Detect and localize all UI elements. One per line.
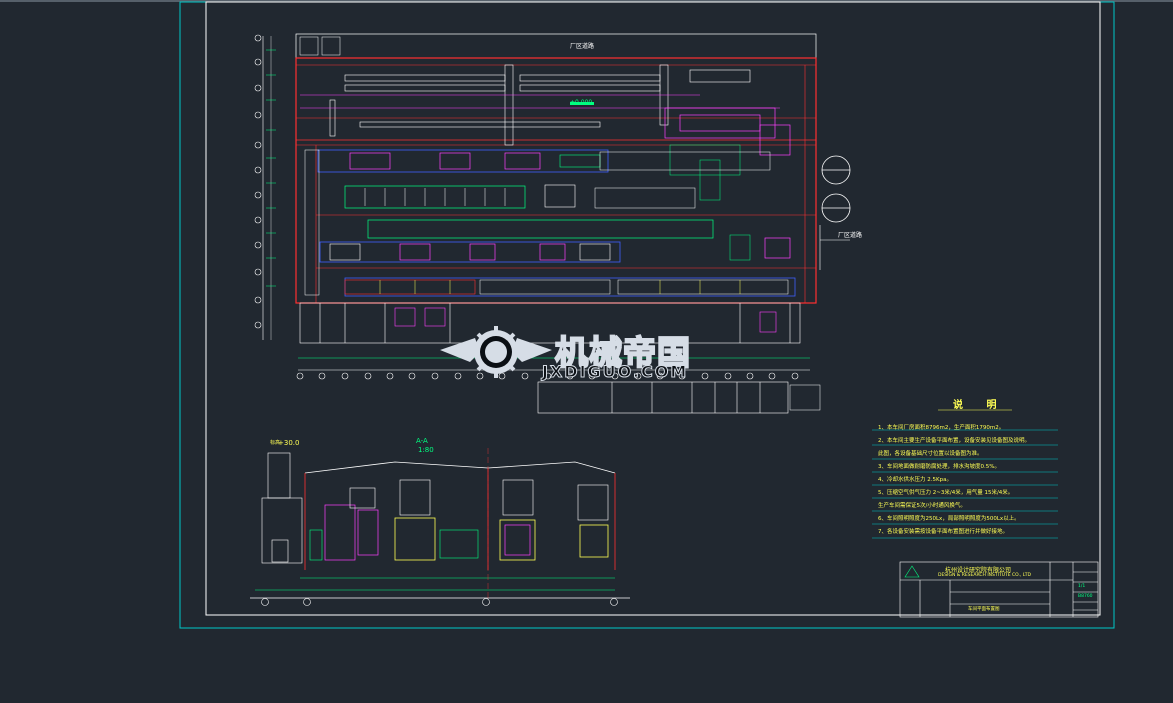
section-title: A-A	[416, 437, 428, 445]
right-process	[664, 107, 791, 156]
title-block	[899, 561, 1099, 618]
left-grid-bubbles	[254, 34, 262, 329]
note-item: 6、车间照明照度为250Lx，局部照明照度为500Lx以上。	[878, 516, 1020, 522]
title-block-drawing-name: 车间平面布置图	[968, 607, 1000, 612]
production-line-2	[304, 149, 696, 296]
watermark-emblem	[440, 326, 552, 378]
section-grid-bubbles	[261, 598, 618, 606]
section-elevation-tag: 标高	[270, 440, 281, 446]
title-block-number: B8760	[1078, 594, 1093, 599]
notes-title: 说 明	[953, 400, 1007, 411]
section-elevation: +30.0	[278, 439, 300, 447]
section-scale: 1:80	[418, 446, 434, 454]
note-item: 7、各设备安装需按设备平面布置图进行并做好接地。	[878, 529, 1009, 535]
plan-top-road-label: 厂区道路	[570, 43, 595, 50]
equipment-table	[537, 381, 789, 414]
plan-view	[254, 33, 851, 414]
note-item: 生产车间需保证5次/小时通风换气。	[878, 503, 966, 509]
title-block-sheet: 1/1	[1078, 584, 1086, 589]
note-item: 1、本车间厂房面积8796m2，生产面积1790m2。	[878, 425, 1005, 431]
note-item: 4、冷却水供水压力 2.5Kpa。	[878, 477, 952, 483]
watermark-text-en: JXDIGUO.COM	[541, 362, 689, 382]
upper-magenta-lines	[300, 94, 780, 109]
storage-tanks	[821, 155, 851, 223]
upper-annot	[570, 102, 594, 105]
note-item: 2、本车间主要生产设备平面布置，设备安装见设备图及说明。	[878, 438, 1031, 444]
production-line-3	[319, 219, 791, 263]
left-dim-ticks	[266, 49, 276, 287]
note-item: 此图，各设备基础尺寸位置以设备图为准。	[878, 451, 983, 457]
note-item: 5、压缩空气供气压力 2~3米/4米，用气量 15米/4米。	[878, 490, 1014, 496]
notes-table	[872, 409, 1058, 539]
upper-racks	[329, 64, 751, 146]
inner-frame	[205, 1, 1101, 616]
section-view	[250, 448, 630, 606]
lower-rooms	[299, 302, 801, 344]
note-item: 3、车间地面做耐磨防腐处理，排水沟坡度0.5%。	[878, 464, 1000, 470]
watermark-text-cn: 机械帝国	[554, 332, 691, 373]
plan-right-tag: 厂区道路	[838, 232, 863, 239]
production-line-1	[317, 149, 771, 173]
title-block-company: 杭州设计研究院有限公司	[945, 567, 1012, 574]
title-block-company-en: DESIGN & RESEARCH INSTITUTE CO., LTD	[938, 573, 1031, 578]
production-line-4	[344, 277, 796, 297]
plan-elevation-label: +0.000	[570, 99, 593, 106]
